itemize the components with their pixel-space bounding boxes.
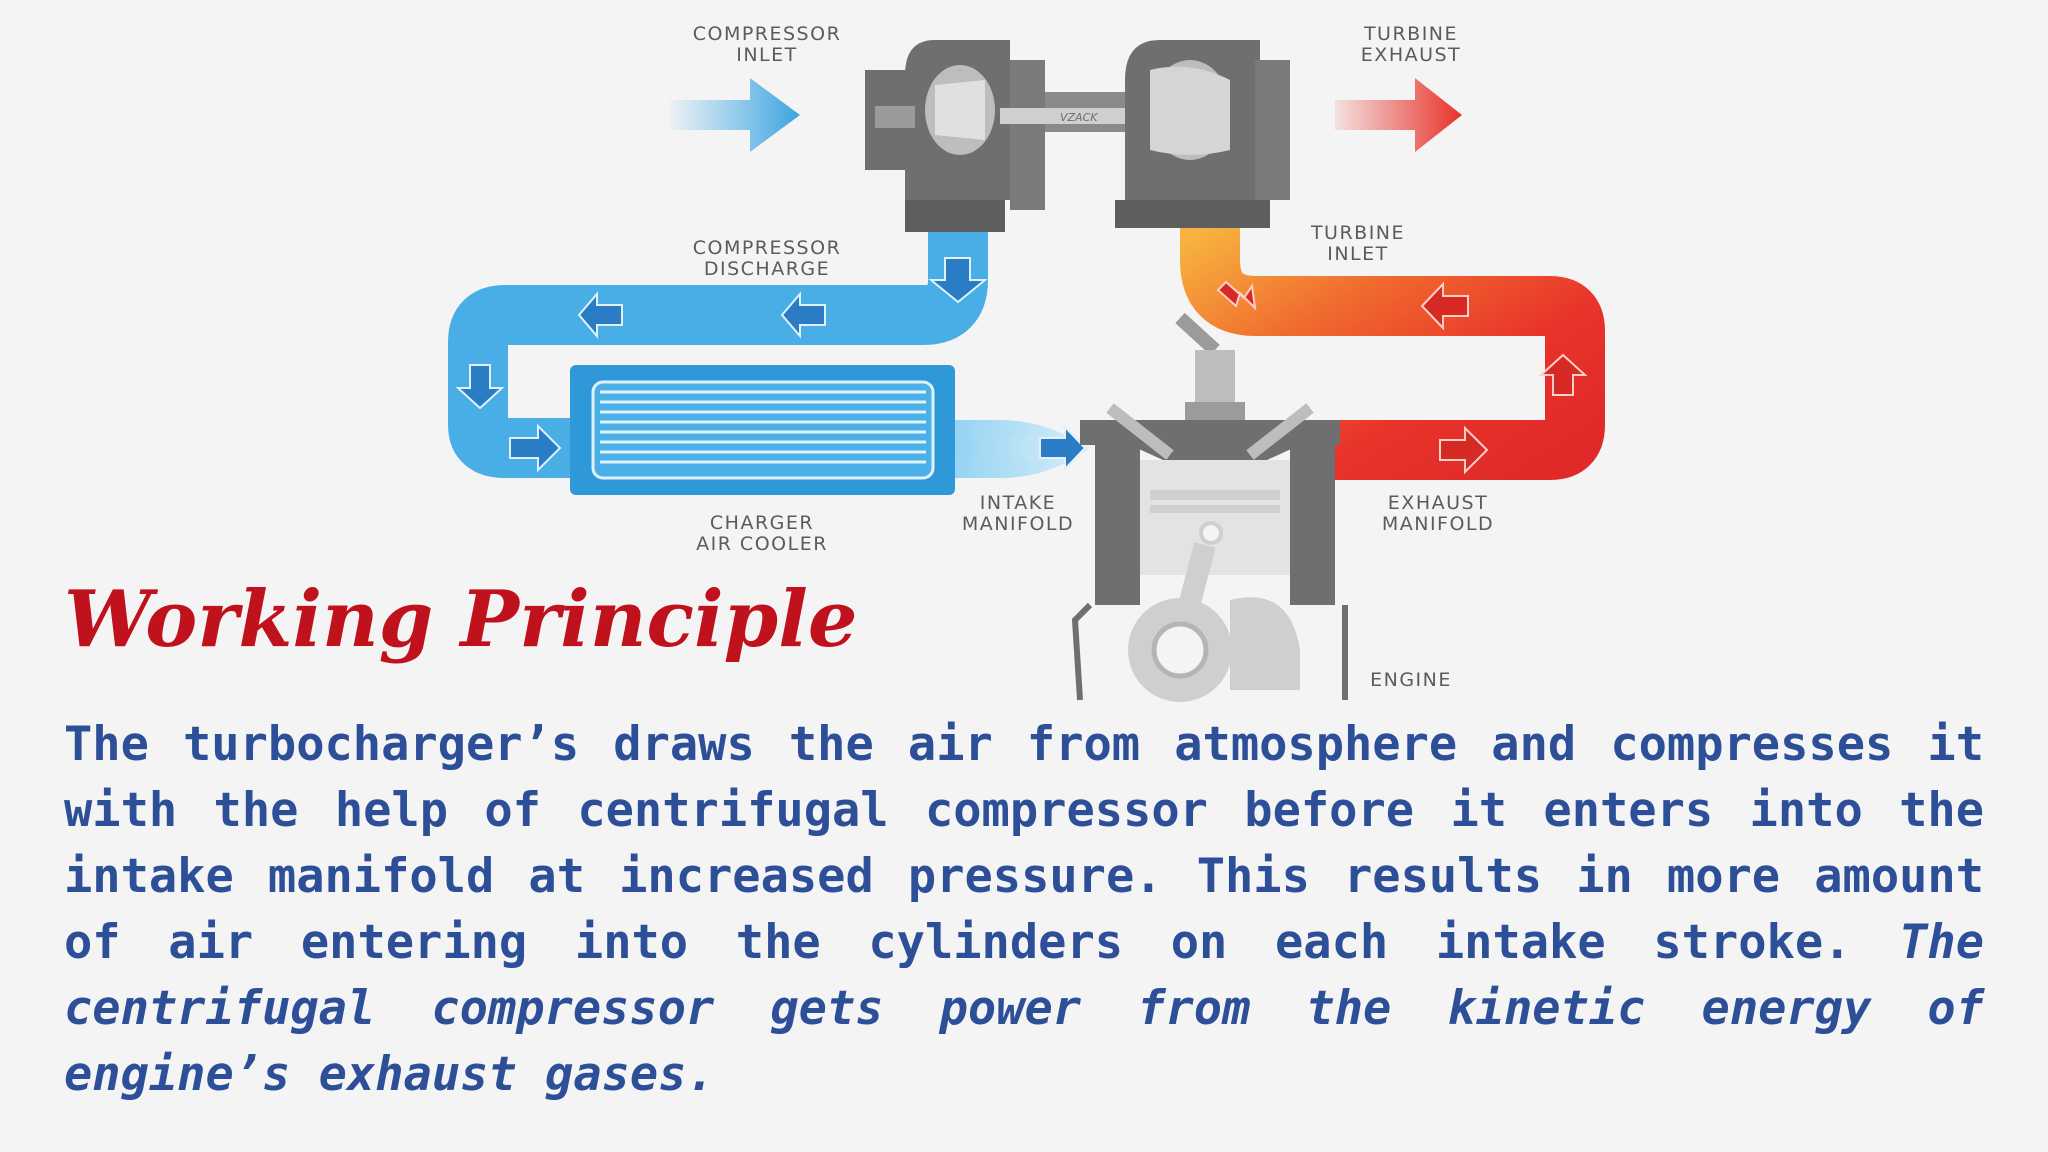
blue-flow-arrows [455, 257, 1087, 473]
compressor-discharge-label-1: COMPRESSOR [693, 237, 842, 259]
body-text-italic: The centrifugal compressor gets power fr… [64, 915, 1984, 1102]
compressor-inlet-arrow [670, 78, 800, 152]
body-text-normal: The turbocharger’s draws the air from at… [64, 717, 1984, 970]
exhaust-pipe [1180, 228, 1605, 480]
charger-air-cooler-label-1: CHARGER [710, 512, 814, 534]
charger-air-cooler-label-2: AIR COOLER [696, 533, 828, 555]
diagram-labels: COMPRESSOR INLET TURBINE EXHAUST COMPRES… [693, 23, 1494, 691]
red-flow-arrows [1216, 280, 1588, 475]
intake-manifold-label-2: MANIFOLD [962, 513, 1074, 535]
turbine-inlet-label-1: TURBINE [1310, 222, 1405, 244]
turbine-exhaust-arrow [1335, 78, 1462, 152]
body-paragraph: The turbocharger’s draws the air from at… [64, 712, 1984, 1108]
turbine-exhaust-label-2: EXHAUST [1361, 44, 1461, 66]
engine [1071, 312, 1348, 702]
shaft-label: VZACK [1060, 111, 1098, 124]
turbine-inlet-label-2: INLET [1327, 243, 1389, 265]
slide-title: Working Principle [64, 574, 858, 665]
intake-manifold-label-1: INTAKE [980, 492, 1056, 514]
turbine-exhaust-label-1: TURBINE [1363, 23, 1458, 45]
engine-label: ENGINE [1370, 669, 1452, 691]
compressor-inlet-label-2: INLET [736, 44, 798, 66]
turbocharger-diagram: VZACK COMPRESSOR INLET TURBINE EXHAUST C [448, 23, 1605, 702]
charger-air-cooler [570, 365, 955, 495]
compressor-inlet-label-1: COMPRESSOR [693, 23, 842, 45]
compressor-discharge-label-2: DISCHARGE [704, 258, 830, 280]
exhaust-manifold-label-1: EXHAUST [1388, 492, 1488, 514]
exhaust-manifold-label-2: MANIFOLD [1382, 513, 1494, 535]
turbocharger-unit: VZACK [865, 40, 1290, 232]
